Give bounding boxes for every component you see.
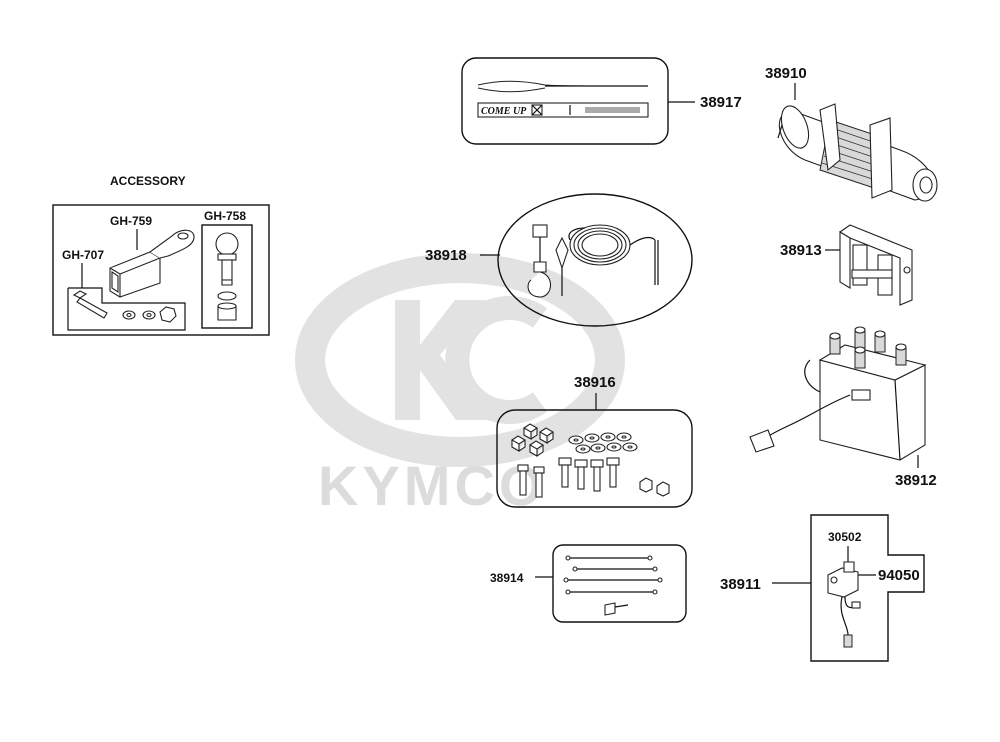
kymco-watermark: KYMCO xyxy=(295,253,625,517)
label-gh-759: GH-759 xyxy=(110,214,152,228)
switch-assembly-group: 38911 30502 94050 xyxy=(720,514,925,662)
cable-drawings xyxy=(563,555,663,616)
hitch-pin-drawing xyxy=(72,290,177,323)
washers xyxy=(568,432,638,454)
accessory-group: ACCESSORY GH-759 GH-758 GH-707 xyxy=(52,174,270,336)
square-nuts xyxy=(510,423,555,457)
strap-tag xyxy=(477,102,649,118)
hitch-pin-frame xyxy=(67,287,186,331)
switch-assembly-frame xyxy=(810,514,925,662)
hardware-kit-group: 38916 xyxy=(496,374,693,508)
solenoid-connector xyxy=(749,429,775,453)
label-38917: 38917 xyxy=(700,94,742,111)
solenoid-terminals xyxy=(829,326,907,369)
hitch-ball-frame xyxy=(201,224,253,329)
cables-group: 38914 xyxy=(490,544,687,623)
label-38916: 38916 xyxy=(574,374,616,391)
switch-drawing xyxy=(827,567,859,598)
hitch-ball-drawing xyxy=(215,232,239,321)
label-38910: 38910 xyxy=(765,65,807,82)
solenoid-group: 38912 xyxy=(749,326,937,489)
watermark-brand: KYMCO xyxy=(318,454,546,517)
hitch-receiver-drawing xyxy=(109,229,195,298)
bolts xyxy=(517,457,620,498)
label-38911: 38911 xyxy=(720,576,761,593)
label-gh-707: GH-707 xyxy=(62,248,104,262)
label-38913: 38913 xyxy=(780,242,822,259)
hex-nut xyxy=(656,481,670,497)
hardware-kit-frame xyxy=(496,409,693,508)
label-38912: 38912 xyxy=(895,472,937,489)
label-38914: 38914 xyxy=(490,571,524,585)
hook-cable-group: 38918 xyxy=(425,193,693,327)
accessory-title: ACCESSORY xyxy=(110,174,186,188)
strap-frame xyxy=(461,57,669,145)
label-94050: 94050 xyxy=(878,567,920,584)
hook-cable-frame xyxy=(497,193,693,327)
accessory-frame xyxy=(52,204,270,336)
label-38918: 38918 xyxy=(425,247,467,264)
label-gh-758: GH-758 xyxy=(204,209,246,223)
winch-group: 38910 xyxy=(765,65,938,202)
hex-nut xyxy=(639,477,653,493)
strap-print: COME UP xyxy=(481,106,527,117)
strap-group: COME UP 38917 xyxy=(461,57,742,145)
label-30502: 30502 xyxy=(828,530,862,544)
cables-frame xyxy=(552,544,687,623)
fairlead-group: 38913 xyxy=(780,224,913,306)
